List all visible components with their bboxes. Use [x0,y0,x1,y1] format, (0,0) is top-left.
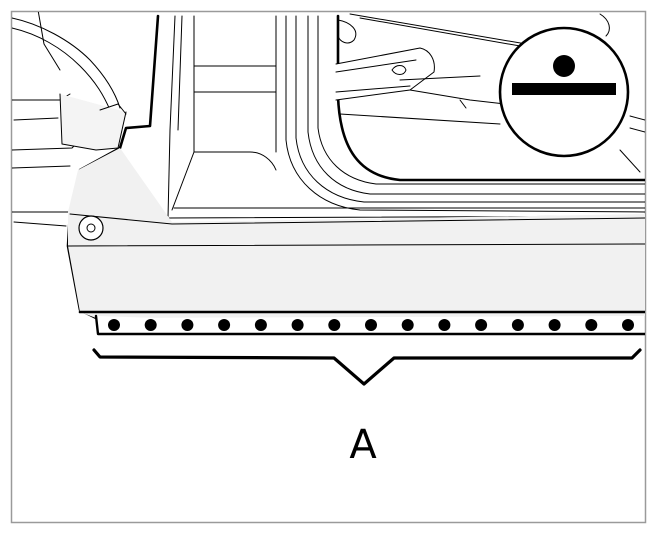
spot-weld-point [181,319,194,331]
spot-weld-point [254,319,267,331]
spot-weld-points [108,319,634,331]
spot-weld-point [548,319,561,331]
spot-weld-point [401,319,414,331]
spot-weld-symbol-icon [498,26,630,158]
spot-weld-point [108,319,120,331]
spot-weld-point [585,319,598,331]
callout-label: A [349,422,377,468]
spot-weld-point [438,319,451,331]
spot-weld-point [475,319,488,331]
spot-weld-point [291,319,304,331]
spot-weld-point [328,319,341,331]
rear-wheelhouse-structure [12,12,127,227]
spot-weld-point [622,319,634,331]
spot-weld-point [365,319,377,331]
floor-structure [335,13,645,173]
spot-weld-point [511,319,524,331]
spot-weld-point [144,319,157,331]
spot-weld-point [218,319,231,331]
callout-bracket [92,348,642,386]
